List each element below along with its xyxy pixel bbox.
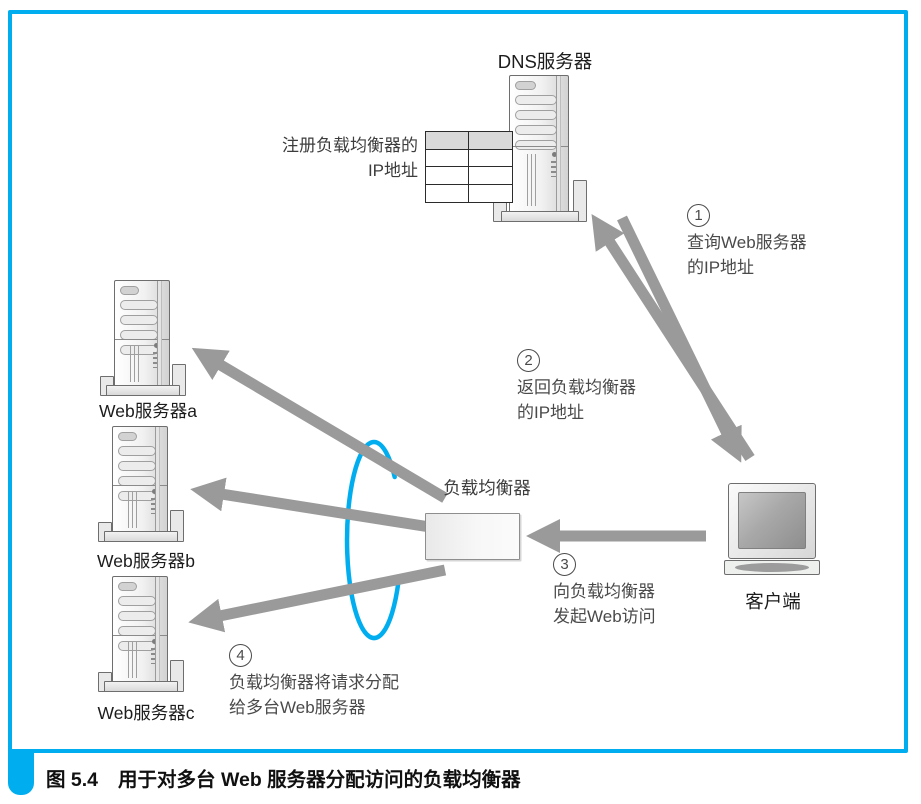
- step-4-annotation: 4 负载均衡器将请求分配 给多台Web服务器: [229, 644, 399, 720]
- dns-server-icon: [493, 75, 587, 222]
- step-1-annotation: 1 查询Web服务器 的IP地址: [687, 204, 807, 280]
- web-server-b-label: Web服务器b: [97, 551, 195, 571]
- load-balancer-icon: [425, 513, 520, 560]
- caption-tab-marker: [8, 750, 34, 795]
- dns-server-label: DNS服务器: [497, 51, 593, 72]
- step-4-number: 4: [229, 644, 252, 667]
- registered-ip-note: 注册负载均衡器的 IP地址: [282, 136, 418, 180]
- client-icon: [724, 483, 820, 575]
- step-2-annotation: 2 返回负载均衡器 的IP地址: [517, 349, 636, 425]
- load-balancer-label: 负载均衡器: [443, 478, 531, 498]
- figure-number: 图 5.4: [46, 769, 99, 791]
- step-2-number: 2: [517, 349, 540, 372]
- web-server-b-icon: [98, 426, 184, 542]
- figure-caption: 图 5.4 用于对多台 Web 服务器分配访问的负载均衡器: [46, 763, 521, 792]
- client-label: 客户端: [745, 591, 801, 612]
- step-1-number: 1: [687, 204, 710, 227]
- ip-address-table: [425, 131, 513, 203]
- web-server-c-icon: [98, 576, 184, 692]
- web-server-a-label: Web服务器a: [99, 401, 197, 421]
- step-3-number: 3: [553, 553, 576, 576]
- web-server-c-label: Web服务器c: [97, 703, 195, 723]
- web-server-a-icon: [100, 280, 186, 396]
- figure-title: 用于对多台 Web 服务器分配访问的负载均衡器: [118, 769, 521, 791]
- step-3-annotation: 3 向负载均衡器 发起Web访问: [553, 553, 656, 629]
